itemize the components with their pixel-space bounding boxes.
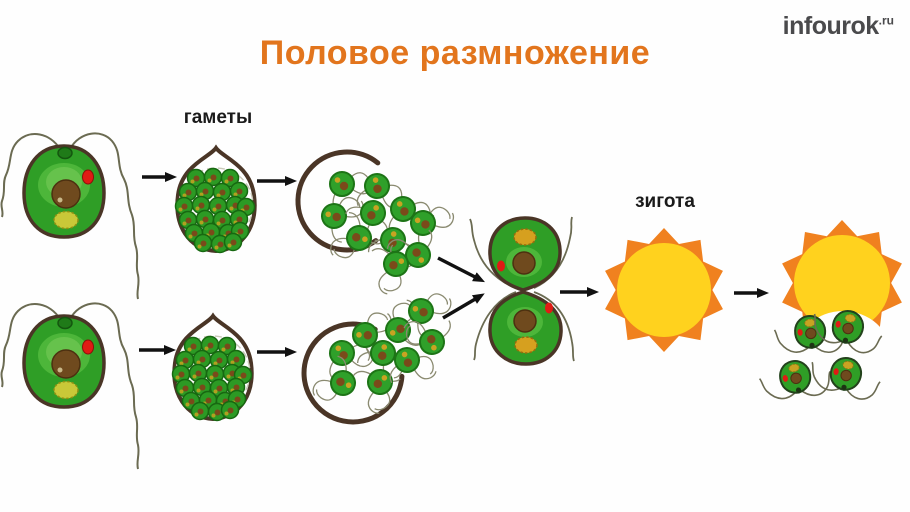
- flow-arrows: [139, 172, 769, 357]
- parent-cell-bottom: [0, 301, 141, 471]
- label-gametes: гаметы: [183, 107, 253, 128]
- label-zygote: зигота: [635, 191, 695, 212]
- germinating-zygote: [756, 220, 902, 409]
- gamete-cluster-bottom: [301, 288, 461, 425]
- fusing-gametes: [469, 216, 575, 366]
- gamete-sac-bottom: [173, 316, 252, 421]
- page-title: Половое размножение: [259, 34, 651, 72]
- logo-tld: .ru: [878, 13, 894, 28]
- zygote-sun: [605, 228, 723, 352]
- arrow-cluster-bottom-to-fusion: [442, 293, 485, 320]
- gamete-cluster-top: [295, 149, 462, 299]
- gamete-sac-top: [176, 148, 255, 253]
- logo-text: infourok: [782, 12, 880, 40]
- parent-cell-top: [0, 131, 141, 301]
- infourok-logo: infourok.ru: [783, 12, 894, 41]
- arrow-cluster-top-to-fusion: [437, 256, 486, 283]
